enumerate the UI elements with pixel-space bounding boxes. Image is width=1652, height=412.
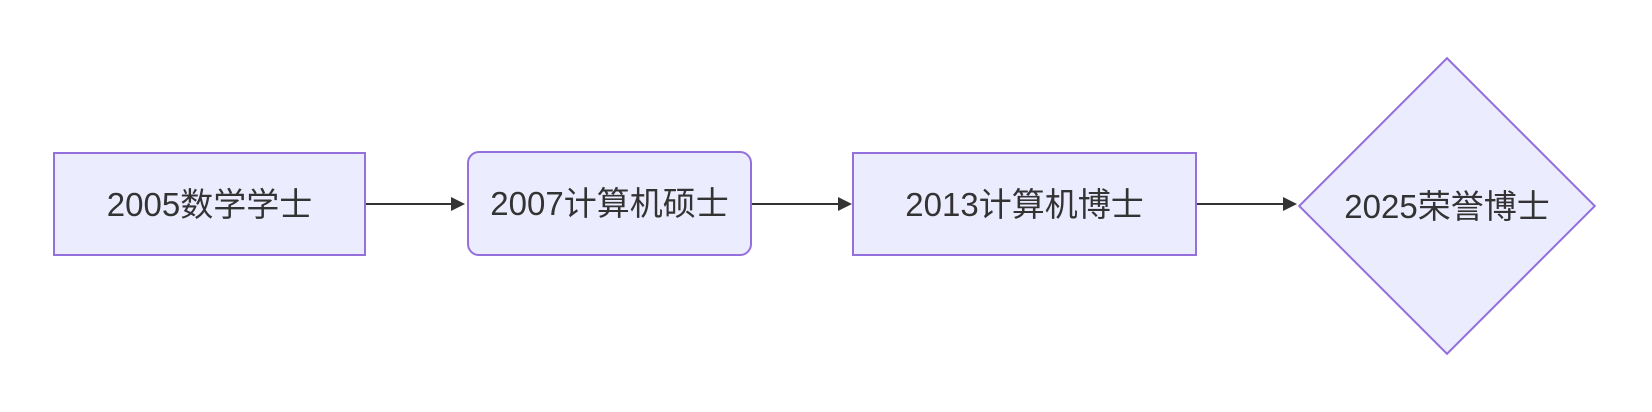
flowchart-node-2025-honorary-doctorate: 2025荣誉博士	[1297, 56, 1597, 356]
flowchart-node-2005-math-bachelor: 2005数学学士	[53, 152, 366, 256]
arrowhead-icon	[838, 197, 852, 211]
edge-line	[1197, 203, 1286, 205]
edge-line	[752, 203, 841, 205]
edge-line	[366, 203, 454, 205]
node-label: 2007计算机硕士	[490, 185, 729, 222]
node-label: 2005数学学士	[106, 185, 313, 223]
flowchart-node-2007-cs-master: 2007计算机硕士	[467, 151, 752, 256]
node-label: 2025荣誉博士	[1344, 187, 1550, 225]
flowchart-node-2013-cs-phd: 2013计算机博士	[852, 152, 1197, 256]
edge-arrow-1	[366, 197, 465, 211]
edge-arrow-3	[1197, 197, 1297, 211]
edge-arrow-2	[752, 197, 852, 211]
node-label: 2013计算机博士	[905, 185, 1144, 223]
arrowhead-icon	[1283, 197, 1297, 211]
arrowhead-icon	[451, 197, 465, 211]
